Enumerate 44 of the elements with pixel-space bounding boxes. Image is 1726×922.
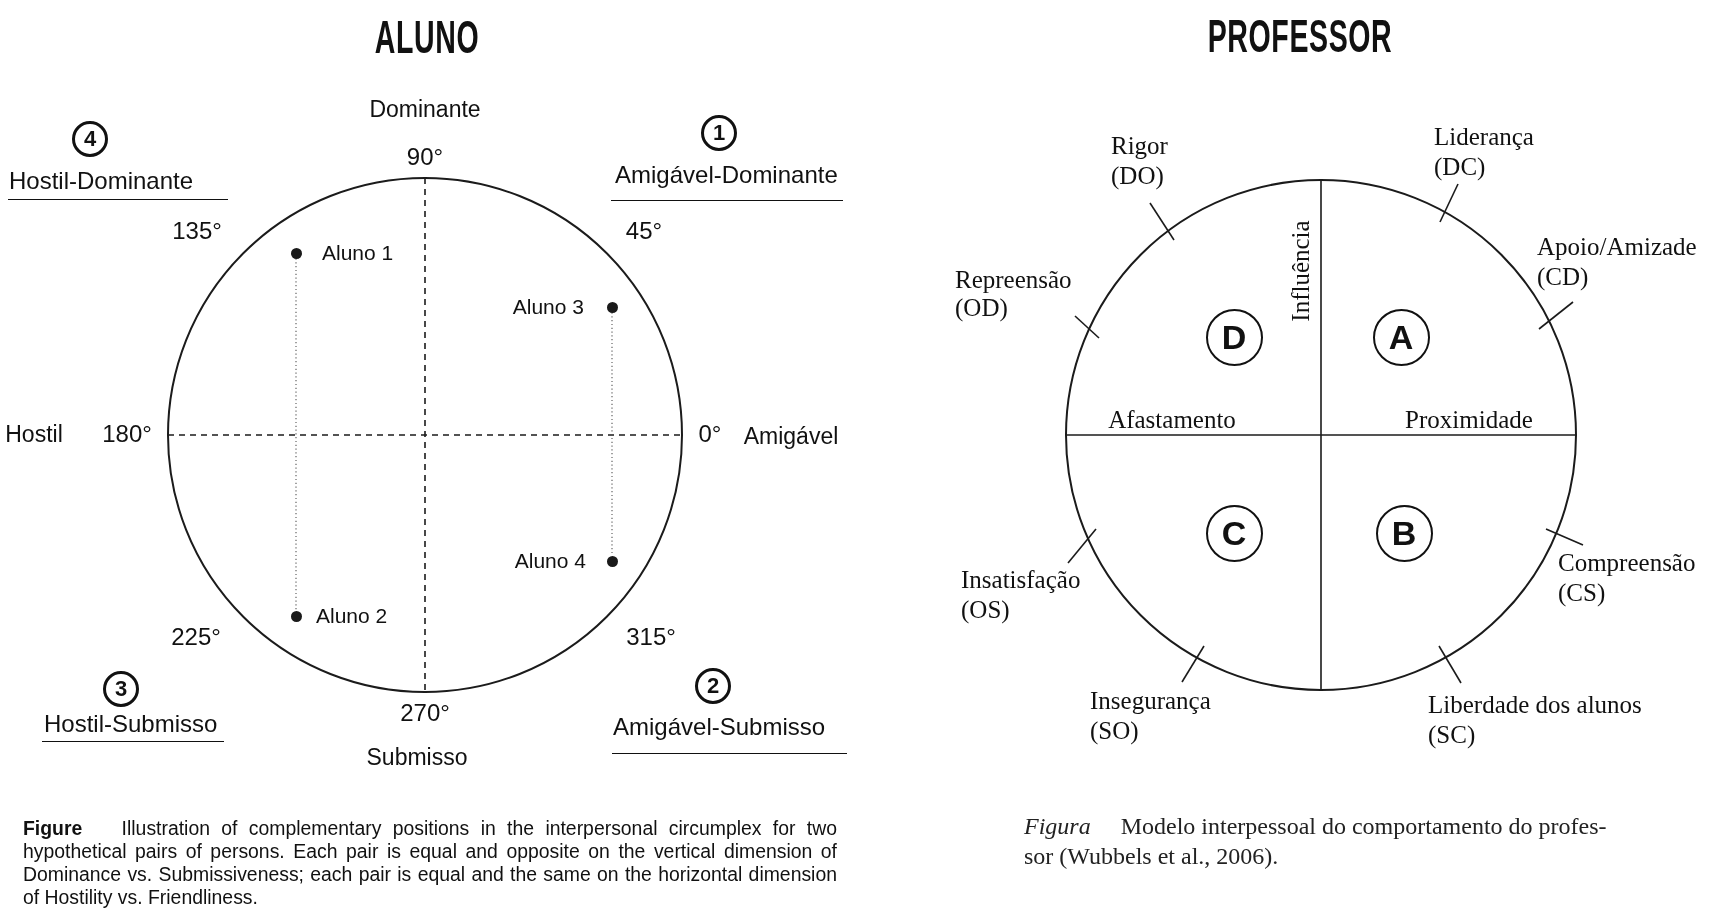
circled-letter: B — [1375, 504, 1433, 562]
octant-label: Compreensão (CS) — [1558, 548, 1697, 608]
octant-label: Rigor (DO) — [1111, 131, 1169, 191]
panel-title: ALUNO — [374, 11, 480, 63]
octant-label: Liderança (DC) — [1434, 122, 1535, 182]
pole-label: Dominante — [369, 95, 481, 123]
octant-label: Apoio/Amizade (CD) — [1537, 232, 1698, 292]
angle-label: 180° — [102, 420, 152, 448]
octant-label: Liberdade dos alunos (SC) — [1428, 690, 1643, 750]
octant-label: Insegurança (SO) — [1090, 686, 1212, 746]
circled-number: 4 — [72, 121, 108, 157]
figure-caption: Figure Illustration of complementary positions in the interpersonal circumplex for two hypothetical pairs of persons. Each pair is equal and opposite on the vertical dimension of Dominance vs. Submissiveness; each pair is equal and the same on the horizontal dimension of Hostility vs. Friendliness. — [23, 817, 837, 909]
quadrant-heading: Amigável-Dominante — [611, 161, 843, 201]
octant-label: Insatisfação (OS) — [961, 565, 1082, 625]
axis-label: Afastamento — [1108, 405, 1236, 435]
point-label: Aluno 2 — [316, 603, 388, 629]
circled-letter: D — [1205, 308, 1263, 366]
quadrant-heading: Hostil-Dominante — [8, 167, 228, 200]
axis-label: Influência — [1286, 220, 1315, 322]
angle-label: 315° — [626, 623, 676, 651]
quadrant-heading: Hostil-Submisso — [42, 710, 224, 742]
circled-letter: A — [1372, 308, 1430, 366]
octant-label: Repreensão (OD) — [955, 266, 1073, 322]
quadrant-heading: Amigável-Submisso — [612, 713, 847, 754]
angle-label: 225° — [171, 623, 221, 651]
pole-label: Submisso — [366, 743, 468, 771]
figure-caption: Figura Modelo interpessoal do comportamento do profes- sor (Wubbels et al., 2006). — [1024, 812, 1608, 871]
angle-label: 135° — [172, 217, 222, 245]
circled-number: 2 — [695, 668, 731, 704]
point-label: Aluno 4 — [514, 548, 586, 574]
pole-label: Amigável — [743, 422, 839, 450]
angle-label: 45° — [625, 217, 663, 245]
panel-title: PROFESSOR — [1207, 10, 1393, 62]
angle-label: 270° — [400, 699, 450, 727]
angle-label: 90° — [406, 143, 444, 171]
angle-label: 0° — [698, 420, 722, 448]
circled-number: 1 — [701, 115, 737, 151]
circled-number: 3 — [103, 671, 139, 707]
dotted-line — [295, 257, 297, 612]
pole-label: Hostil — [5, 420, 63, 448]
point-label: Aluno 1 — [322, 240, 394, 266]
point-label: Aluno 3 — [512, 294, 584, 320]
axis-label: Proximidade — [1405, 405, 1533, 435]
circled-letter: C — [1205, 504, 1263, 562]
